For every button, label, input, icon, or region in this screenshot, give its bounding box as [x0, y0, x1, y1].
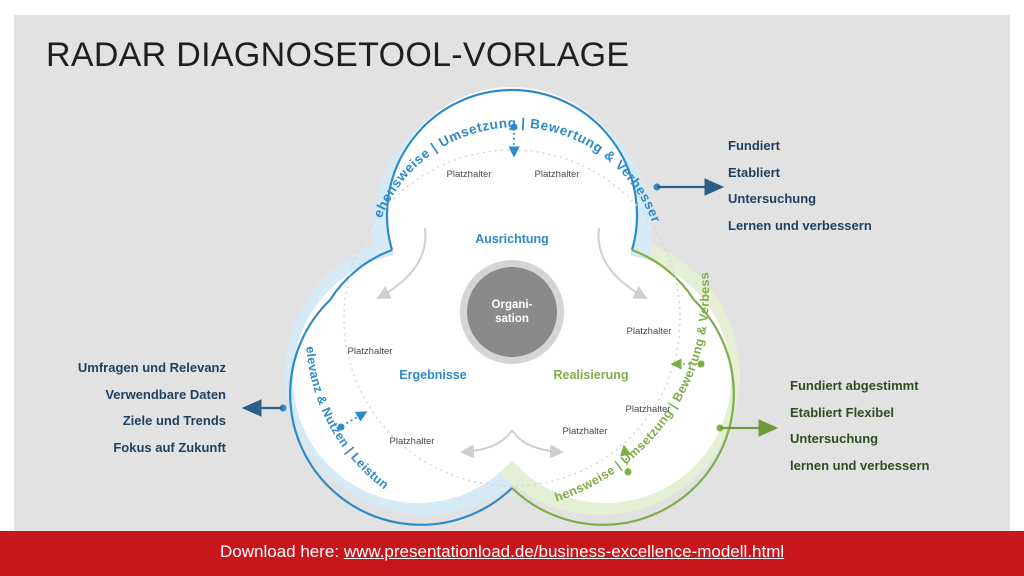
section-label-ergebnisse: Ergebnisse — [399, 368, 466, 382]
dotted-ring — [343, 149, 681, 487]
list-item: Etabliert — [728, 164, 781, 180]
dotted-arrows — [341, 128, 700, 471]
placeholder-5: Platzhalter — [626, 404, 671, 415]
list-item: Untersuchung — [790, 431, 879, 446]
footer-bar: Download here: www.presentationload.de/b… — [0, 531, 1024, 576]
list-item: lernen und verbessern — [790, 457, 930, 473]
list-item: Umfragen und Relevanz — [77, 360, 226, 375]
center-label-line1: Organi- — [492, 299, 533, 311]
list-left: Umfragen und Relevanz Verwendbare Daten … — [78, 355, 226, 461]
placeholder-6: Platzhalter — [563, 426, 608, 437]
list-item: Fokus auf Zukunft — [113, 439, 226, 455]
list-item: Ziele und Trends — [122, 413, 226, 428]
placeholder-4: Platzhalter — [348, 346, 393, 357]
center-organisation: Organi- sation — [460, 260, 564, 364]
section-label-realisierung: Realisierung — [553, 368, 628, 382]
placeholder-2: Platzhalter — [535, 169, 580, 180]
list-item: Lernen und verbessern — [728, 217, 872, 233]
list-item: Untersuchung — [728, 191, 817, 206]
placeholder-7: Platzhalter — [390, 436, 435, 447]
outline-strokes — [289, 88, 735, 526]
inner-gray-arrows — [376, 227, 648, 459]
list-item: Fundiert — [728, 138, 780, 153]
section-label-ausrichtung: Ausrichtung — [475, 232, 549, 246]
list-item: Etabliert Flexibel — [790, 404, 895, 420]
list-item: Fundiert abgestimmt — [790, 378, 919, 393]
footer-prefix: Download here: — [220, 542, 344, 561]
placeholders: Platzhalter Platzhalter Platzhalter Plat… — [348, 169, 672, 447]
footer-text: Download here: www.presentationload.de/b… — [220, 542, 784, 562]
placeholder-1: Platzhalter — [447, 169, 492, 180]
download-link[interactable]: www.presentationload.de/business-excelle… — [343, 542, 785, 561]
center-label-line2: sation — [495, 313, 529, 325]
list-bottom-right: Fundiert abgestimmt Etabliert Flexibel U… — [790, 373, 929, 479]
placeholder-3: Platzhalter — [627, 326, 672, 337]
list-top-right: Fundiert Etabliert Untersuchung Lernen u… — [728, 133, 872, 239]
list-item: Verwendbare Daten — [105, 386, 226, 402]
page-title: RADAR DIAGNOSETOOL-VORLAGE — [46, 36, 630, 74]
